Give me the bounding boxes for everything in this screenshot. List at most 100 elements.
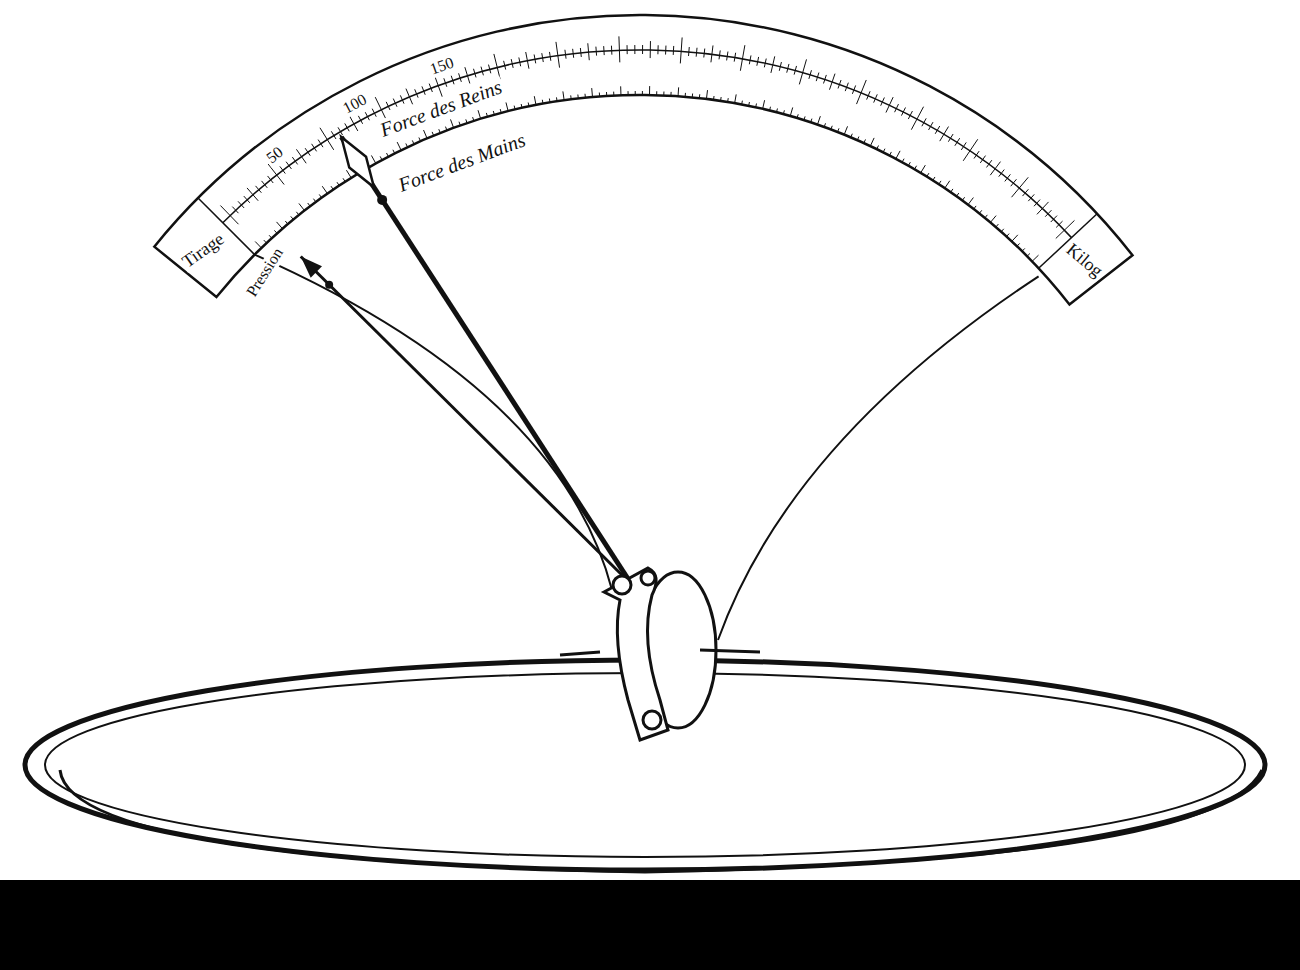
tick — [908, 115, 910, 119]
tick — [512, 64, 514, 68]
tick — [681, 37, 683, 51]
tick — [696, 48, 697, 53]
tick — [901, 112, 903, 116]
tick — [734, 53, 736, 58]
tick — [951, 189, 953, 192]
tick — [519, 62, 521, 66]
tick — [444, 78, 446, 83]
tick — [680, 51, 682, 63]
tick — [439, 129, 440, 133]
tick — [719, 55, 721, 59]
tick — [244, 196, 247, 200]
tick — [1001, 170, 1004, 174]
tick — [265, 185, 268, 188]
tick — [580, 53, 581, 57]
tick — [613, 92, 614, 96]
tick — [358, 116, 360, 120]
tick — [334, 136, 336, 139]
tick — [970, 139, 978, 151]
tick — [493, 111, 494, 115]
tick — [504, 61, 505, 66]
tick — [1005, 178, 1007, 181]
tick — [424, 130, 428, 138]
tick — [838, 128, 839, 132]
tick — [740, 59, 742, 71]
tick — [262, 181, 265, 185]
tick — [611, 51, 612, 55]
tick — [521, 104, 523, 108]
tick — [542, 100, 544, 104]
fan-right-edge — [718, 276, 1039, 640]
tick — [368, 117, 370, 121]
tick — [861, 80, 866, 93]
tick — [688, 47, 689, 52]
tick — [627, 45, 628, 50]
tick — [979, 210, 981, 213]
tick — [673, 46, 674, 51]
tick — [322, 186, 327, 193]
tick — [274, 230, 277, 233]
scale-ticks — [220, 36, 1074, 261]
tick — [922, 123, 924, 127]
tick — [1028, 198, 1031, 201]
tick — [817, 73, 819, 78]
tick — [642, 50, 643, 54]
tick — [931, 122, 933, 126]
tick — [350, 116, 354, 124]
tick — [280, 166, 283, 170]
tick — [1012, 235, 1018, 242]
tick — [811, 119, 812, 123]
tick — [283, 170, 285, 173]
tick — [974, 155, 976, 158]
tick — [963, 142, 966, 146]
tick — [847, 83, 849, 88]
tick — [268, 176, 271, 180]
tick — [253, 195, 258, 201]
tick — [857, 137, 859, 141]
tick — [699, 94, 700, 98]
needle-knob — [325, 281, 333, 289]
tick — [259, 190, 262, 193]
tick — [570, 95, 572, 99]
tick — [618, 36, 619, 50]
tick — [665, 46, 666, 51]
tick — [750, 55, 752, 60]
tick — [1048, 210, 1051, 214]
tick — [995, 162, 1000, 169]
tick — [490, 69, 491, 73]
tick — [864, 139, 866, 143]
tick — [877, 146, 879, 150]
tick — [397, 142, 401, 150]
tick — [832, 74, 835, 83]
needle-knob — [377, 195, 387, 205]
tick — [412, 140, 414, 144]
tick — [870, 138, 874, 146]
tick — [987, 164, 989, 167]
tick — [292, 157, 295, 161]
tick — [795, 66, 796, 71]
tick — [619, 50, 620, 62]
tick — [591, 88, 593, 97]
tick — [924, 118, 926, 122]
tick — [656, 91, 657, 95]
tick — [948, 138, 950, 141]
tick — [541, 53, 543, 58]
tick — [1064, 220, 1074, 230]
tick — [550, 57, 552, 61]
tick — [957, 138, 960, 142]
tick — [341, 132, 343, 135]
tick — [831, 126, 832, 130]
tick — [534, 96, 536, 105]
fan-left-edge — [255, 255, 612, 590]
tick — [321, 144, 323, 147]
tick — [380, 156, 382, 160]
tick — [990, 169, 995, 175]
tick — [685, 93, 686, 97]
tick — [748, 102, 750, 106]
tick — [824, 80, 825, 84]
tick — [809, 75, 810, 79]
tick — [1023, 193, 1026, 196]
tick — [468, 76, 470, 84]
tick — [816, 77, 817, 81]
tick — [431, 88, 432, 92]
